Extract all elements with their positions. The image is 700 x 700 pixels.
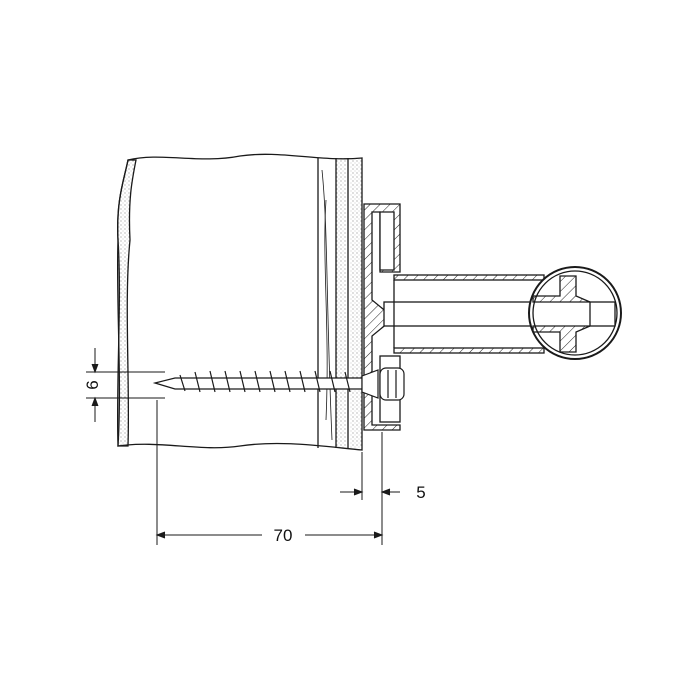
dimension-screw-length — [155, 400, 400, 545]
wall-bracket — [363, 203, 401, 431]
wood-block — [116, 153, 363, 451]
dimension-hole-diameter — [86, 348, 165, 422]
dimension-label-5: 5 — [416, 483, 425, 502]
dimension-label-70: 70 — [274, 526, 293, 545]
dimension-label-6: 6 — [83, 380, 102, 389]
round-handle-section — [528, 266, 622, 360]
screw — [152, 367, 405, 401]
